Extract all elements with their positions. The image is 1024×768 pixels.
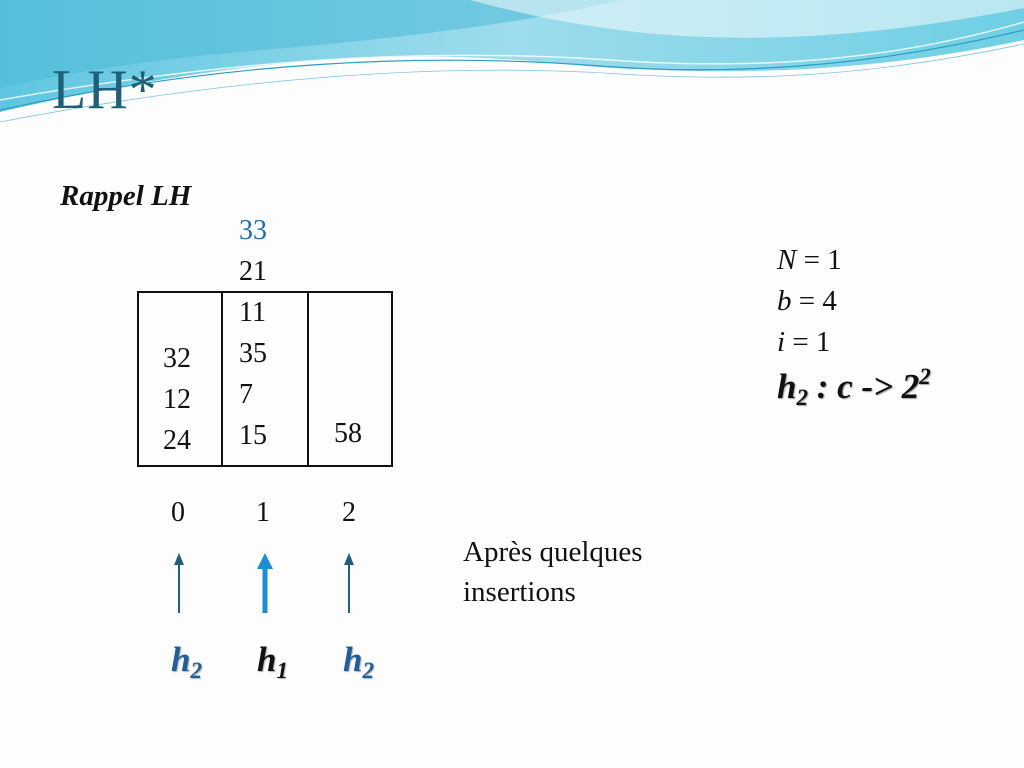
bucket-1-key: 35 [239,338,267,369]
bucket-2-key: 58 [334,418,362,449]
slide-subtitle: Rappel LH [60,180,192,212]
note-line: Après quelques [463,536,643,568]
bucket-0-key: 32 [163,343,191,374]
bucket-1-key: 7 [239,379,253,410]
parameters-block: N = 1 b = 4 i = 1 [777,240,842,363]
slide-title: LH* [52,59,158,121]
pointer-label-h1: h1 [257,640,288,683]
param-n: N = 1 [777,244,842,276]
header-wave-decoration [0,0,1024,123]
arrow-up-icon [257,553,273,613]
bucket-0-key: 12 [163,384,191,415]
bucket-2 [307,291,393,467]
note-line: insertions [463,576,576,608]
split-formula: h2 : c -> 22 [777,364,931,410]
pointer-label-h2-left: h2 [171,640,202,683]
bucket-0-key: 24 [163,425,191,456]
bucket-1-key: 15 [239,420,267,451]
bucket-1-key: 21 [239,256,267,287]
bucket-1-overflow-key: 33 [239,215,267,246]
bucket-index-0: 0 [171,497,185,528]
bucket-index-2: 2 [342,497,356,528]
param-i: i = 1 [777,326,831,358]
insertion-note: Après quelques insertions [463,532,643,612]
arrow-up-icon [174,553,184,613]
arrow-up-icon [344,553,354,613]
bucket-index-1: 1 [256,497,270,528]
param-b: b = 4 [777,285,837,317]
bucket-1-key: 11 [239,297,266,328]
pointer-label-h2-right: h2 [343,640,374,683]
